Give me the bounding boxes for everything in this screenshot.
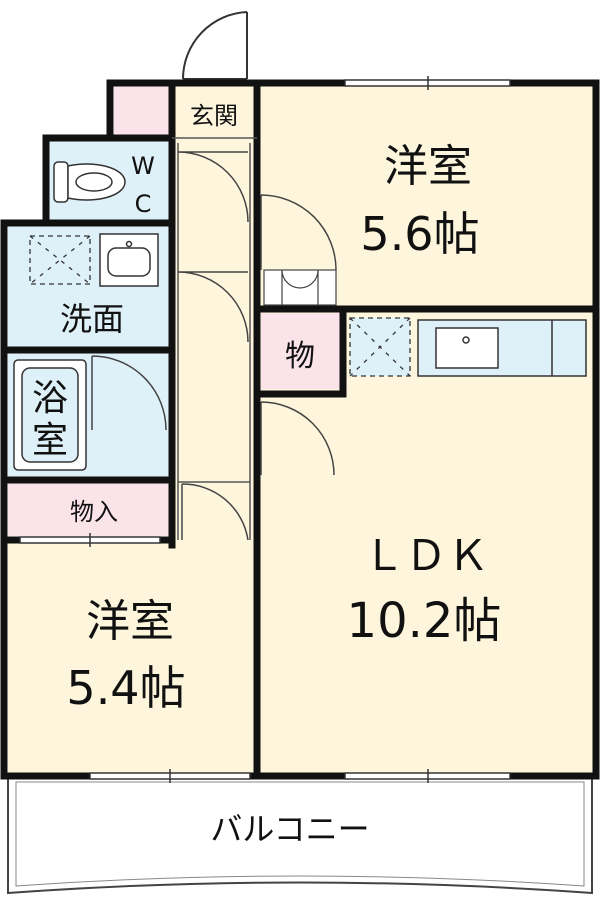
ldk-size: 10.2帖 [347, 593, 502, 649]
entrance-label: 玄関 [190, 102, 238, 130]
refrigerator-pad-icon [349, 317, 411, 377]
bathroom-label-1: 浴 [32, 378, 68, 419]
closet-label: 物入 [70, 498, 118, 526]
ldk-name: ＬＤＫ [363, 531, 489, 580]
western-room-2-floor [8, 538, 257, 774]
interior-doors [91, 151, 337, 541]
hallway-lines [172, 137, 257, 540]
western-room-2-size: 5.4帖 [66, 661, 185, 715]
entrance-floor [172, 83, 257, 138]
closet-floor [8, 482, 172, 536]
bathtub-icon [13, 359, 87, 471]
storage-label: 物 [285, 339, 315, 374]
entrance-door [181, 11, 248, 80]
western-room-1-size: 5.6帖 [360, 207, 479, 261]
bathroom-label-2: 室 [32, 420, 68, 461]
balcony [7, 777, 593, 895]
washing-machine-pad-icon [29, 235, 91, 285]
western-room-1-name: 洋室 [384, 141, 472, 192]
wc-label-w: W [131, 152, 155, 180]
walls [0, 79, 600, 780]
closet-doors [263, 269, 337, 306]
toilet-icon [53, 161, 126, 203]
western-room-2-name: 洋室 [86, 596, 174, 647]
balcony-label: バルコニー [210, 810, 369, 848]
washroom-label: 洗面 [60, 300, 124, 338]
hallway-floor [172, 138, 257, 548]
kitchen-counter-icon [417, 319, 587, 377]
windows [19, 76, 511, 783]
entrance-storage [114, 83, 172, 138]
washbasin-icon [99, 233, 159, 287]
wc-label-c: C [135, 190, 152, 218]
storage-floor [261, 313, 343, 389]
